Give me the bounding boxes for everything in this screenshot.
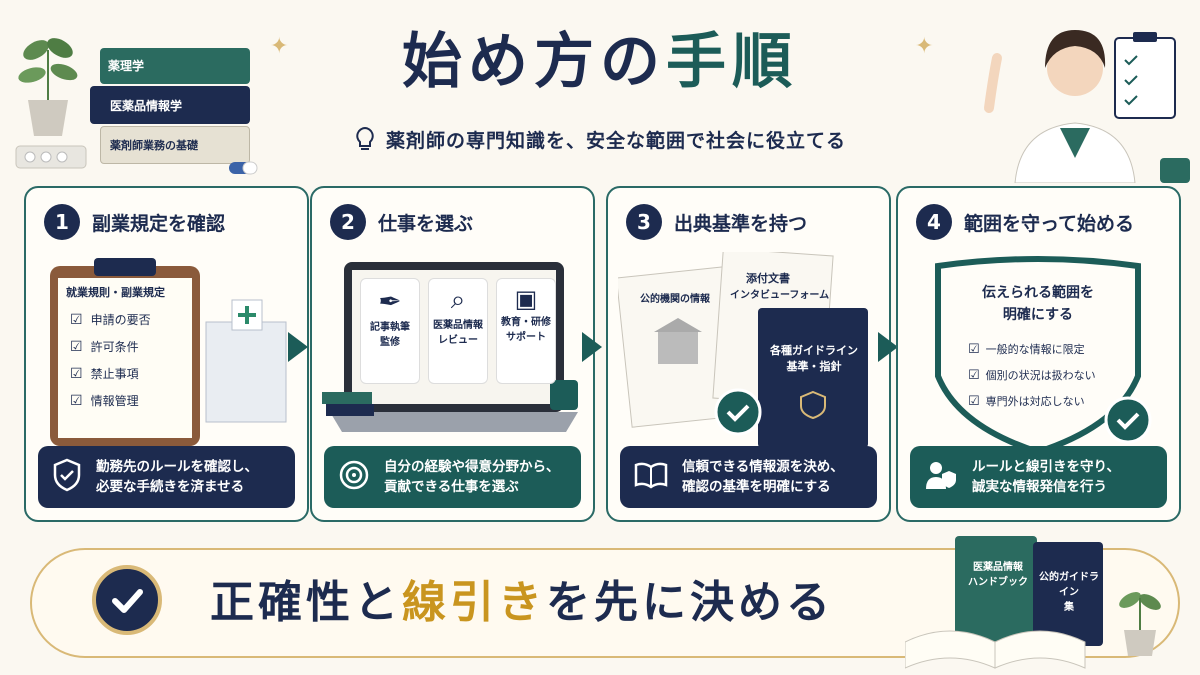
- plant-icon: [1110, 580, 1170, 660]
- option-training: ▣ 教育・研修 サポート: [496, 278, 556, 384]
- summary-text: 正確性と線引きを先に決める: [210, 568, 834, 638]
- rule-item: 一般的な情報に限定: [985, 343, 1085, 356]
- checkbox-icon: ☑: [70, 365, 83, 382]
- title-part-highlight: 手順: [666, 27, 798, 97]
- footer-line: 誠実な情報発信を行う: [972, 479, 1107, 495]
- checkbox-icon: ☑: [968, 393, 980, 409]
- checklist-item: 禁止事項: [90, 367, 139, 381]
- clipboard-title: 就業規則・副業規定: [66, 286, 165, 299]
- checklist-item: 情報管理: [90, 394, 139, 408]
- checkbox-icon: ☑: [70, 311, 83, 328]
- capsule-icon: [228, 160, 258, 176]
- documents-illustration: 公的機関の情報 添付文書 インタビューフォーム 各種ガイドライン 基準・指針: [618, 252, 880, 452]
- book-title: 医薬品情報学: [110, 98, 183, 113]
- plant-icon: [14, 20, 84, 140]
- page-title: 始め方の手順: [0, 22, 1200, 102]
- book-icon: [634, 461, 668, 493]
- step-card-3: 3 出典基準を持つ 公的機関の情報 添付文書 インタビューフォーム 各種ガイドラ…: [606, 186, 891, 522]
- page-subtitle: 薬剤師の専門知識を、安全な範囲で社会に役立てる: [0, 126, 1200, 157]
- checkbox-icon: ☑: [968, 367, 980, 383]
- doc-label: インタビューフォーム: [730, 290, 830, 301]
- target-icon: [338, 459, 370, 495]
- shield-heading: 伝えられる範囲を 明確にする: [938, 282, 1138, 326]
- step-footer: ルールと線引きを守り、誠実な情報発信を行う: [910, 446, 1167, 508]
- checklist-item: 申請の要否: [90, 313, 151, 327]
- step-footer: 信頼できる情報源を決め、確認の基準を明確にする: [620, 446, 877, 508]
- job-options: ✒ 記事執筆 監修 ⌕ 医薬品情報 レビュー ▣ 教育・研修 サポート: [360, 278, 556, 384]
- book-title: 医薬品情報 ハンドブック: [968, 562, 1028, 588]
- rule-item: 専門外は対応しない: [985, 395, 1085, 408]
- shield-illustration: 伝えられる範囲を 明確にする ☑ 一般的な情報に限定 ☑ 個別の状況は扱わない ☑ 専…: [908, 252, 1170, 452]
- rule-item: 個別の状況は扱わない: [985, 369, 1096, 382]
- guideline-book: 各種ガイドライン 基準・指針: [764, 342, 864, 374]
- checklist: ☑ 申請の要否 ☑ 許可条件 ☑ 禁止事項 ☑ 情報管理: [70, 306, 151, 414]
- book-title: 薬理学: [108, 58, 145, 73]
- banner-books: 医薬品情報 ハンドブック 公的ガイドライン 集: [905, 532, 1105, 672]
- pill-icon: [14, 142, 94, 172]
- person-shield-icon: [924, 459, 958, 495]
- checkbox-icon: ☑: [968, 341, 980, 357]
- clipboard-illustration: 就業規則・副業規定 ☑ 申請の要否 ☑ 許可条件 ☑ 禁止事項 ☑ 情報管理: [36, 252, 298, 452]
- book-title: 公的ガイドライン 集: [1039, 572, 1099, 613]
- arrow-right-icon: [878, 332, 898, 362]
- subtitle-text: 薬剤師の専門知識を、安全な範囲で社会に役立てる: [385, 130, 846, 152]
- pharmacist-illustration: [975, 8, 1195, 184]
- footer-line: 必要な手続きを済ませる: [96, 479, 245, 495]
- footer-line: 信頼できる情報源を決め、: [682, 459, 844, 475]
- checkbox-icon: ☑: [70, 338, 83, 355]
- option-label: 医薬品情報 レビュー: [433, 320, 483, 346]
- option-review: ⌕ 医薬品情報 レビュー: [428, 278, 488, 384]
- footer-line: ルールと線引きを守り、: [972, 459, 1120, 475]
- presentation-icon: ▣: [514, 285, 538, 313]
- footer-line: 勤務先のルールを確認し、: [96, 459, 258, 475]
- laptop-illustration: ✒ 記事執筆 監修 ⌕ 医薬品情報 レビュー ▣ 教育・研修 サポート: [322, 252, 584, 452]
- checkbox-icon: ☑: [70, 392, 83, 409]
- checklist-item: 許可条件: [90, 340, 139, 354]
- guideline-title: 各種ガイドライン: [770, 344, 858, 357]
- doc-label: 公的機関の情報: [640, 294, 710, 305]
- guideline-subtitle: 基準・指針: [786, 360, 842, 373]
- summary-connector: と: [354, 577, 402, 628]
- shield-line: 伝えられる範囲を: [982, 285, 1094, 301]
- rules-list: ☑ 一般的な情報に限定 ☑ 個別の状況は扱わない ☑ 専門外は対応しない: [968, 336, 1096, 414]
- check-circle-icon: [92, 565, 162, 635]
- title-part: 始め方の: [402, 27, 666, 97]
- step-footer: 勤務先のルールを確認し、必要な手続きを済ませる: [38, 446, 295, 508]
- step-number: 1: [44, 204, 80, 240]
- shield-line: 明確にする: [1002, 307, 1074, 323]
- step-title: 仕事を選ぶ: [378, 212, 474, 235]
- sparkle-icon: ✦: [915, 34, 934, 59]
- step-title: 範囲を守って始める: [964, 212, 1135, 235]
- summary-keyword: 正確性: [210, 577, 354, 628]
- pen-icon: ✒: [378, 285, 402, 318]
- step-number: 4: [916, 204, 952, 240]
- summary-rest: を先に決める: [546, 577, 834, 628]
- book-title: 薬剤師業務の基礎: [110, 139, 198, 152]
- footer-line: 自分の経験や得意分野から、: [384, 459, 560, 475]
- step-number: 2: [330, 204, 366, 240]
- footer-line: 貢献できる仕事を選ぶ: [384, 479, 519, 495]
- magnifier-icon: ⌕: [450, 285, 466, 315]
- arrow-right-icon: [288, 332, 308, 362]
- shield-check-icon: [52, 458, 82, 496]
- step-number: 3: [626, 204, 662, 240]
- doc-label: 添付文書: [746, 272, 790, 285]
- step-card-4: 4 範囲を守って始める 伝えられる範囲を 明確にする ☑ 一般的な情報に限定 ☑ 個…: [896, 186, 1181, 522]
- step-card-1: 1 副業規定を確認 就業規則・副業規定 ☑ 申請の要否 ☑ 許可条件 ☑ 禁止事項 ☑…: [24, 186, 309, 522]
- option-label: 記事執筆 監修: [370, 322, 410, 348]
- step-footer: 自分の経験や得意分野から、貢献できる仕事を選ぶ: [324, 446, 581, 508]
- lightbulb-icon: [354, 126, 376, 157]
- arrow-right-icon: [582, 332, 602, 362]
- summary-keyword-highlight: 線引き: [402, 577, 546, 628]
- option-article: ✒ 記事執筆 監修: [360, 278, 420, 384]
- footer-line: 確認の基準を明確にする: [682, 479, 831, 495]
- stacked-books: 薬理学 医薬品情報学 薬剤師業務の基礎: [60, 48, 250, 173]
- sparkle-icon: ✦: [270, 34, 289, 59]
- step-title: 出典基準を持つ: [674, 212, 808, 235]
- step-title: 副業規定を確認: [92, 212, 226, 235]
- step-card-2: 2 仕事を選ぶ ✒ 記事執筆 監修 ⌕ 医薬品情報 レビュー ▣ 教育・研修 サ…: [310, 186, 595, 522]
- option-label: 教育・研修 サポート: [501, 317, 551, 343]
